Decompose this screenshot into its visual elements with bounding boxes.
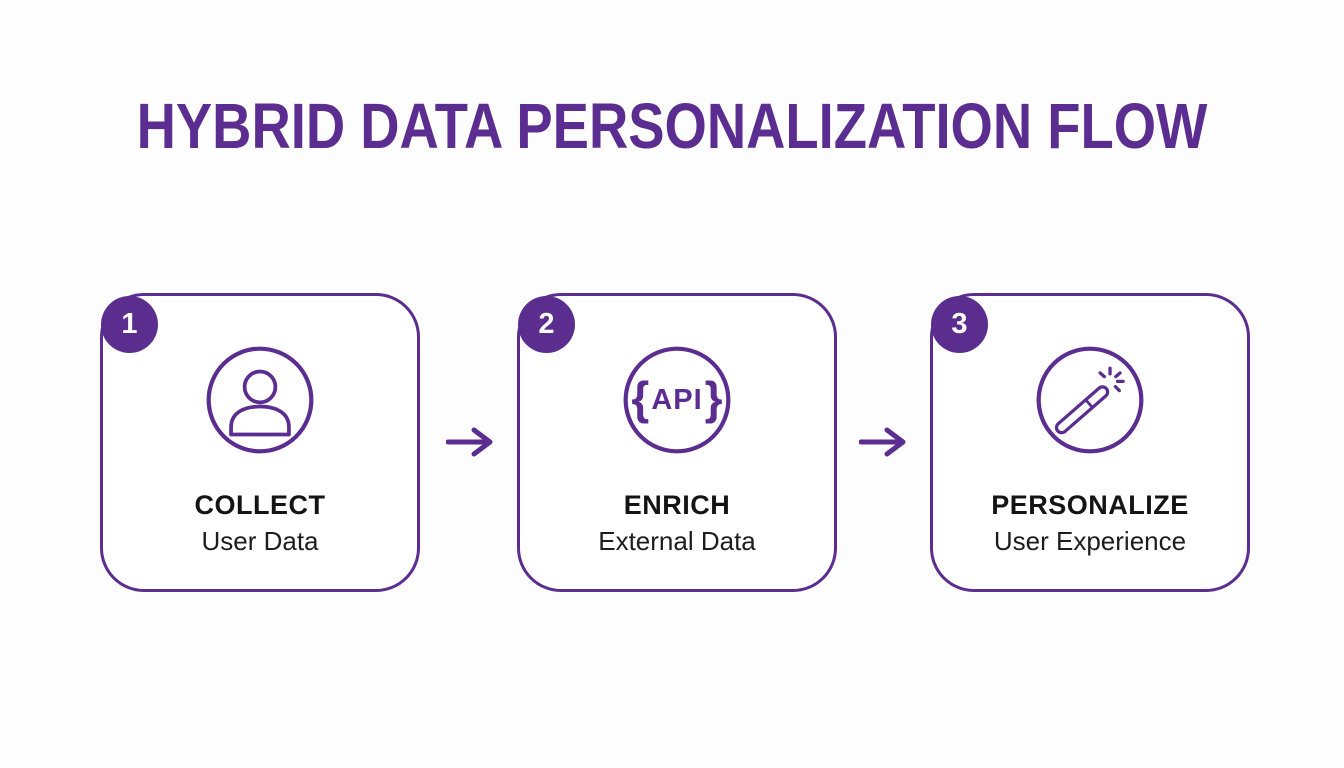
api-brace-open: { [631, 372, 650, 424]
page-title: HYBRID DATA PERSONALIZATION FLOW [136, 90, 1208, 162]
magic-wand-icon [1034, 344, 1146, 456]
step-label: COLLECT [194, 490, 326, 520]
api-icon-text: { API } [621, 344, 733, 456]
step-label: PERSONALIZE [991, 490, 1189, 520]
api-icon: { API } [621, 344, 733, 456]
step-card-enrich: 2 { API } ENRICH External Data [517, 293, 837, 592]
step-sublabel: User Data [201, 526, 319, 556]
step-number: 2 [538, 308, 555, 340]
api-brace-close: } [704, 372, 723, 424]
step-sublabel: External Data [598, 526, 756, 556]
step-number: 3 [951, 308, 968, 340]
step-number-badge: 3 [931, 296, 988, 353]
flow-arrow-icon [859, 427, 906, 457]
step-sublabel: User Experience [993, 526, 1187, 556]
step-number-badge: 1 [101, 296, 158, 353]
step-number: 1 [121, 308, 138, 340]
user-icon [204, 344, 316, 456]
step-label: ENRICH [623, 490, 731, 520]
api-word: API [651, 383, 703, 416]
flow-arrow-icon [446, 427, 493, 457]
step-card-collect: 1 COLLECT User Data [100, 293, 420, 592]
step-number-badge: 2 [518, 296, 575, 353]
step-card-personalize: 3 PERSONALIZE User Experience [930, 293, 1250, 592]
